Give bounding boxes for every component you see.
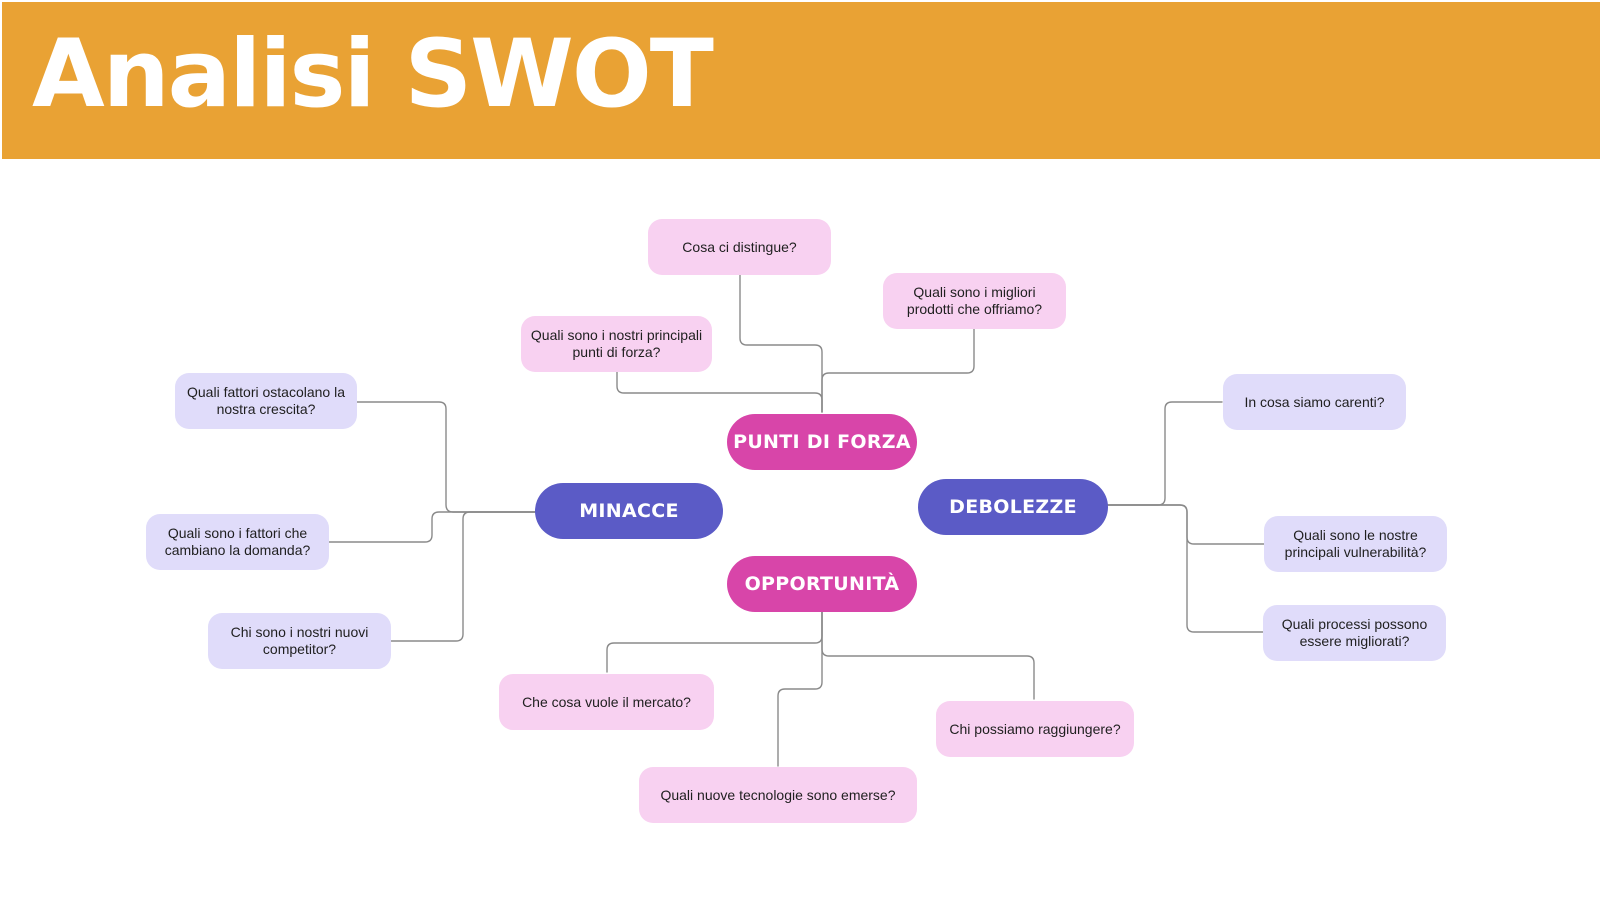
node-opportunita: OPPORTUNITÀ [727, 556, 917, 612]
question-box: Quali nuove tecnologie sono emerse? [639, 767, 917, 823]
question-text: Quali sono le nostre principali vulnerab… [1284, 527, 1427, 560]
connector-opportunita-tecnologie [777, 611, 823, 767]
question-text: Quali sono i fattori che cambiano la dom… [164, 525, 311, 558]
connector-forza-distingue [739, 273, 823, 413]
debolezze-label: DEBOLEZZE [949, 496, 1077, 518]
question-box: Chi possiamo raggiungere? [936, 701, 1134, 757]
node-minacce: MINACCE [535, 483, 723, 539]
question-box: Quali processi possono essere migliorati… [1263, 605, 1446, 661]
connector-debolezze-vulnerabilita [1105, 504, 1265, 545]
connector-opportunita-raggiungere [821, 611, 1035, 700]
question-box: Quali sono i migliori prodotti che offri… [883, 273, 1066, 329]
question-text: In cosa siamo carenti? [1244, 393, 1385, 410]
connector-opportunita-mercato [606, 611, 823, 673]
title-banner: Analisi SWOT [2, 2, 1600, 159]
question-box: In cosa siamo carenti? [1223, 374, 1406, 430]
question-box: Che cosa vuole il mercato? [499, 674, 714, 730]
connector-debolezze-processi [1105, 504, 1264, 633]
question-box: Quali sono i fattori che cambiano la dom… [146, 514, 329, 570]
question-text: Quali fattori ostacolano la nostra cresc… [187, 384, 345, 417]
node-debolezze: DEBOLEZZE [918, 479, 1108, 535]
punti-di-forza-label: PUNTI DI FORZA [733, 431, 911, 453]
connector-debolezze-carenti [1105, 401, 1223, 506]
question-text: Quali processi possono essere migliorati… [1281, 616, 1428, 649]
opportunita-label: OPPORTUNITÀ [744, 573, 900, 595]
connector-minacce-domanda [327, 511, 536, 543]
question-box: Chi sono i nostri nuovi competitor? [208, 613, 391, 669]
question-box: Cosa ci distingue? [648, 219, 831, 275]
question-text: Che cosa vuole il mercato? [522, 693, 691, 710]
connector-minacce-competitor [389, 511, 536, 642]
question-box: Quali sono le nostre principali vulnerab… [1264, 516, 1447, 572]
connector-forza-prodotti [821, 327, 975, 413]
connector-forza-principali [616, 370, 823, 413]
question-text: Quali sono i migliori prodotti che offri… [906, 284, 1043, 317]
question-box: Quali sono i nostri principali punti di … [521, 316, 712, 372]
question-text: Chi possiamo raggiungere? [949, 720, 1121, 737]
question-text: Quali nuove tecnologie sono emerse? [660, 786, 896, 803]
node-punti-di-forza: PUNTI DI FORZA [727, 414, 917, 470]
connector-minacce-ostacolano [355, 401, 536, 513]
question-box: Quali fattori ostacolano la nostra cresc… [175, 373, 357, 429]
minacce-label: MINACCE [579, 500, 679, 522]
page-title: Analisi SWOT [32, 20, 714, 129]
question-text: Quali sono i nostri principali punti di … [530, 327, 703, 360]
question-text: Cosa ci distingue? [682, 238, 797, 255]
question-text: Chi sono i nostri nuovi competitor? [230, 624, 369, 657]
